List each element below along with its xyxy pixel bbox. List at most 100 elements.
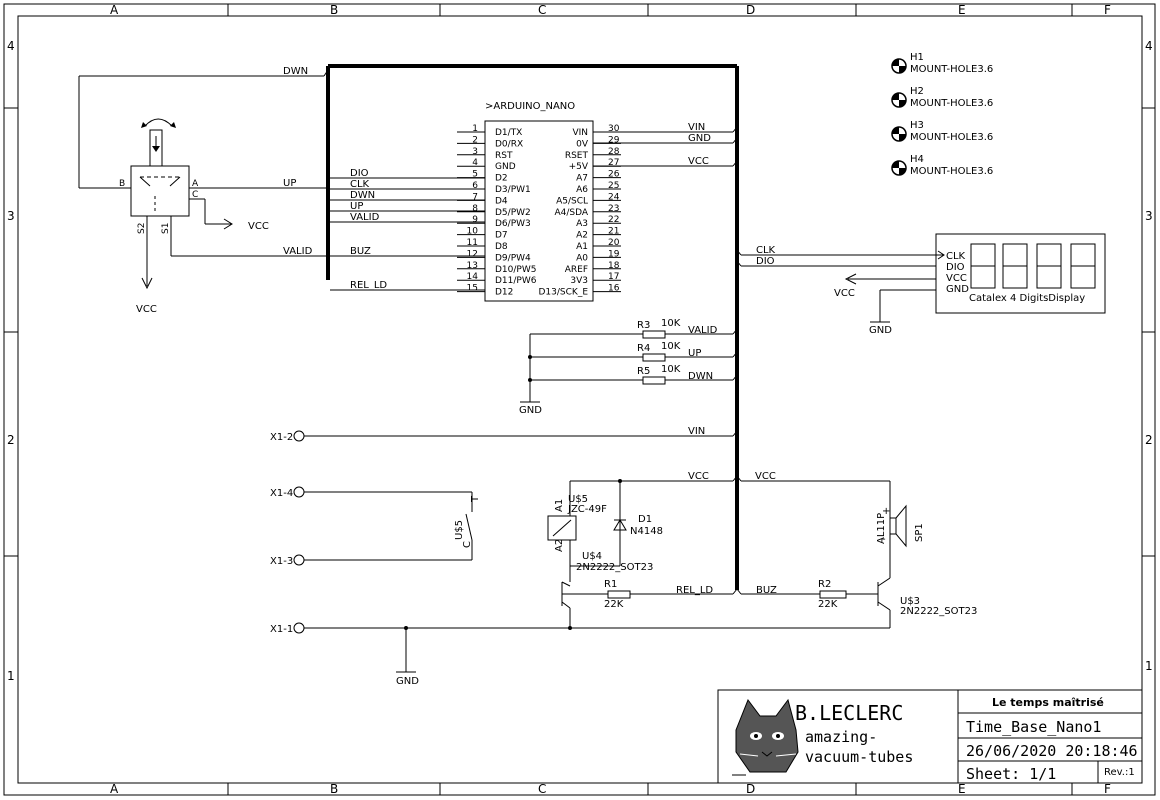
q3-value: 2N2222_SOT23 [900,606,977,617]
col-label: F [1104,782,1111,796]
col-label: A [110,782,119,796]
r4-ref: R4 [637,343,650,354]
encoder-pin-c: C [192,190,198,200]
arduino-pin-number: 17 [608,272,619,282]
display-name: Catalex 4 DigitsDisplay [969,293,1085,304]
arduino-pin-number: 27 [608,158,619,168]
date-time: 26/06/2020 20:18:46 [966,742,1138,760]
mount-holes: H1MOUNT-HOLE3.6H2MOUNT-HOLE3.6H3MOUNT-HO… [891,52,993,177]
x1-1-label: X1-1 [270,624,293,635]
author-name: B.LECLERC [795,701,903,725]
arduino-pin-number: 25 [608,181,619,191]
r5-ref: R5 [637,366,650,377]
arduino-pin-number: 20 [608,238,620,248]
relay-contact-ref: U$5 [454,520,465,540]
title-block: B.LECLERC amazing- vacuum-tubes Le temps… [717,689,1143,784]
d1-value: N4148 [630,526,663,537]
r1-value: 22K [604,599,624,610]
net-display-clk: CLK [756,245,776,256]
net-label-buz: BUZ [350,246,371,257]
net-display-dio: DIO [756,256,775,267]
display-pin-gnd: GND [946,284,969,295]
net-label-vin: VIN [688,122,705,133]
arduino-pin-number: 23 [608,204,619,214]
speaker-plus: + [882,506,890,517]
relay-contact-t: T [470,495,481,503]
arduino-pin-number: 11 [467,238,478,248]
arduino-pin-number: 24 [608,192,620,202]
relay-ref: U$5 [568,494,588,505]
encoder-vcc-label-2: VCC [136,304,157,315]
col-label: C [538,782,546,796]
project-title: Le temps maîtrisé [992,696,1104,709]
net-r5-dwn: DWN [688,371,713,382]
encoder-pin-s2: S2 [137,223,147,234]
arduino-pin-name: D10/PW5 [495,265,536,275]
encoder-net-dwn: DWN [283,66,308,77]
tagline-2: vacuum-tubes [805,748,913,766]
arduino-pin-name: A1 [576,242,588,252]
net-buz: BUZ [756,585,777,596]
speaker-minus: - [882,534,886,545]
rotary-encoder: B A C S2 S1 DWN UP VALID VCC VCC [78,66,330,315]
mount-hole-value: MOUNT-HOLE3.6 [910,132,993,143]
net-label-vcc: VCC [688,156,709,167]
sheet-number: Sheet: 1/1 [966,765,1056,783]
x1-2-label: X1-2 [270,432,293,443]
row-label: 4 [1145,39,1153,53]
display-pin-dio: DIO [946,262,965,273]
col-label: D [746,782,755,796]
arduino-pin-name: +5V [569,162,589,172]
arduino-pin-name: 3V3 [570,276,588,286]
net-x1-gnd: GND [396,676,419,687]
mount-hole-ref: H2 [910,86,924,97]
x1-4-label: X1-4 [270,488,293,499]
arduino-pin-name: RST [495,151,513,161]
net-label-up: UP [350,201,363,212]
arduino-right-nets: VIN GND VCC [593,122,738,167]
arduino-pin-number: 6 [472,181,478,191]
row-labels-right: 4 3 2 1 [1145,39,1153,673]
net-relay-vcc: VCC [688,471,709,482]
net-label-clk: CLK [350,179,370,190]
arduino-pin-name: D3/PW1 [495,185,531,195]
arduino-pin-number: 28 [608,147,620,157]
relay-a2: A2 [554,539,565,552]
arduino-pin-number: 10 [467,227,479,237]
display-pin-clk: CLK [946,251,966,262]
arduino-pin-number: 19 [608,249,620,259]
row-label: 3 [7,209,15,223]
mount-hole-quadrant [899,168,906,175]
arduino-pin-number: 2 [472,135,478,145]
encoder-pin-b: B [119,179,125,189]
arduino-pin-name: D5/PW2 [495,208,531,218]
r5-value: 10K [661,364,681,375]
column-labels-top: A B C D E F [110,3,1111,17]
mount-hole-quadrant [899,100,906,107]
arduino-pin-name: A4/SDA [554,208,588,218]
catalex-display: CLK DIO VCC GND Catalex 4 DigitsDisplay … [736,233,1106,336]
mount-hole-quadrant [892,59,899,66]
net-display-gnd: GND [869,325,892,336]
display-pin-vcc: VCC [946,273,967,284]
arduino-pin-name: A5/SCL [556,196,588,206]
arduino-pin-number: 9 [472,215,478,225]
mount-hole-ref: H1 [910,52,924,63]
row-label: 2 [1145,433,1153,447]
net-buz-vcc: VCC [755,471,776,482]
arduino-pin-name: GND [495,162,516,172]
bus-lines [326,64,739,590]
arduino-pin-number: 21 [608,227,619,237]
speaker-ref: SP1 [914,523,925,542]
mount-hole-quadrant [892,161,899,168]
encoder-pin-a: A [192,179,199,189]
net-label-dio: DIO [350,168,369,179]
arduino-pin-name: A0 [576,253,588,263]
arduino-pin-name: D2 [495,174,508,184]
mount-hole-value: MOUNT-HOLE3.6 [910,166,993,177]
